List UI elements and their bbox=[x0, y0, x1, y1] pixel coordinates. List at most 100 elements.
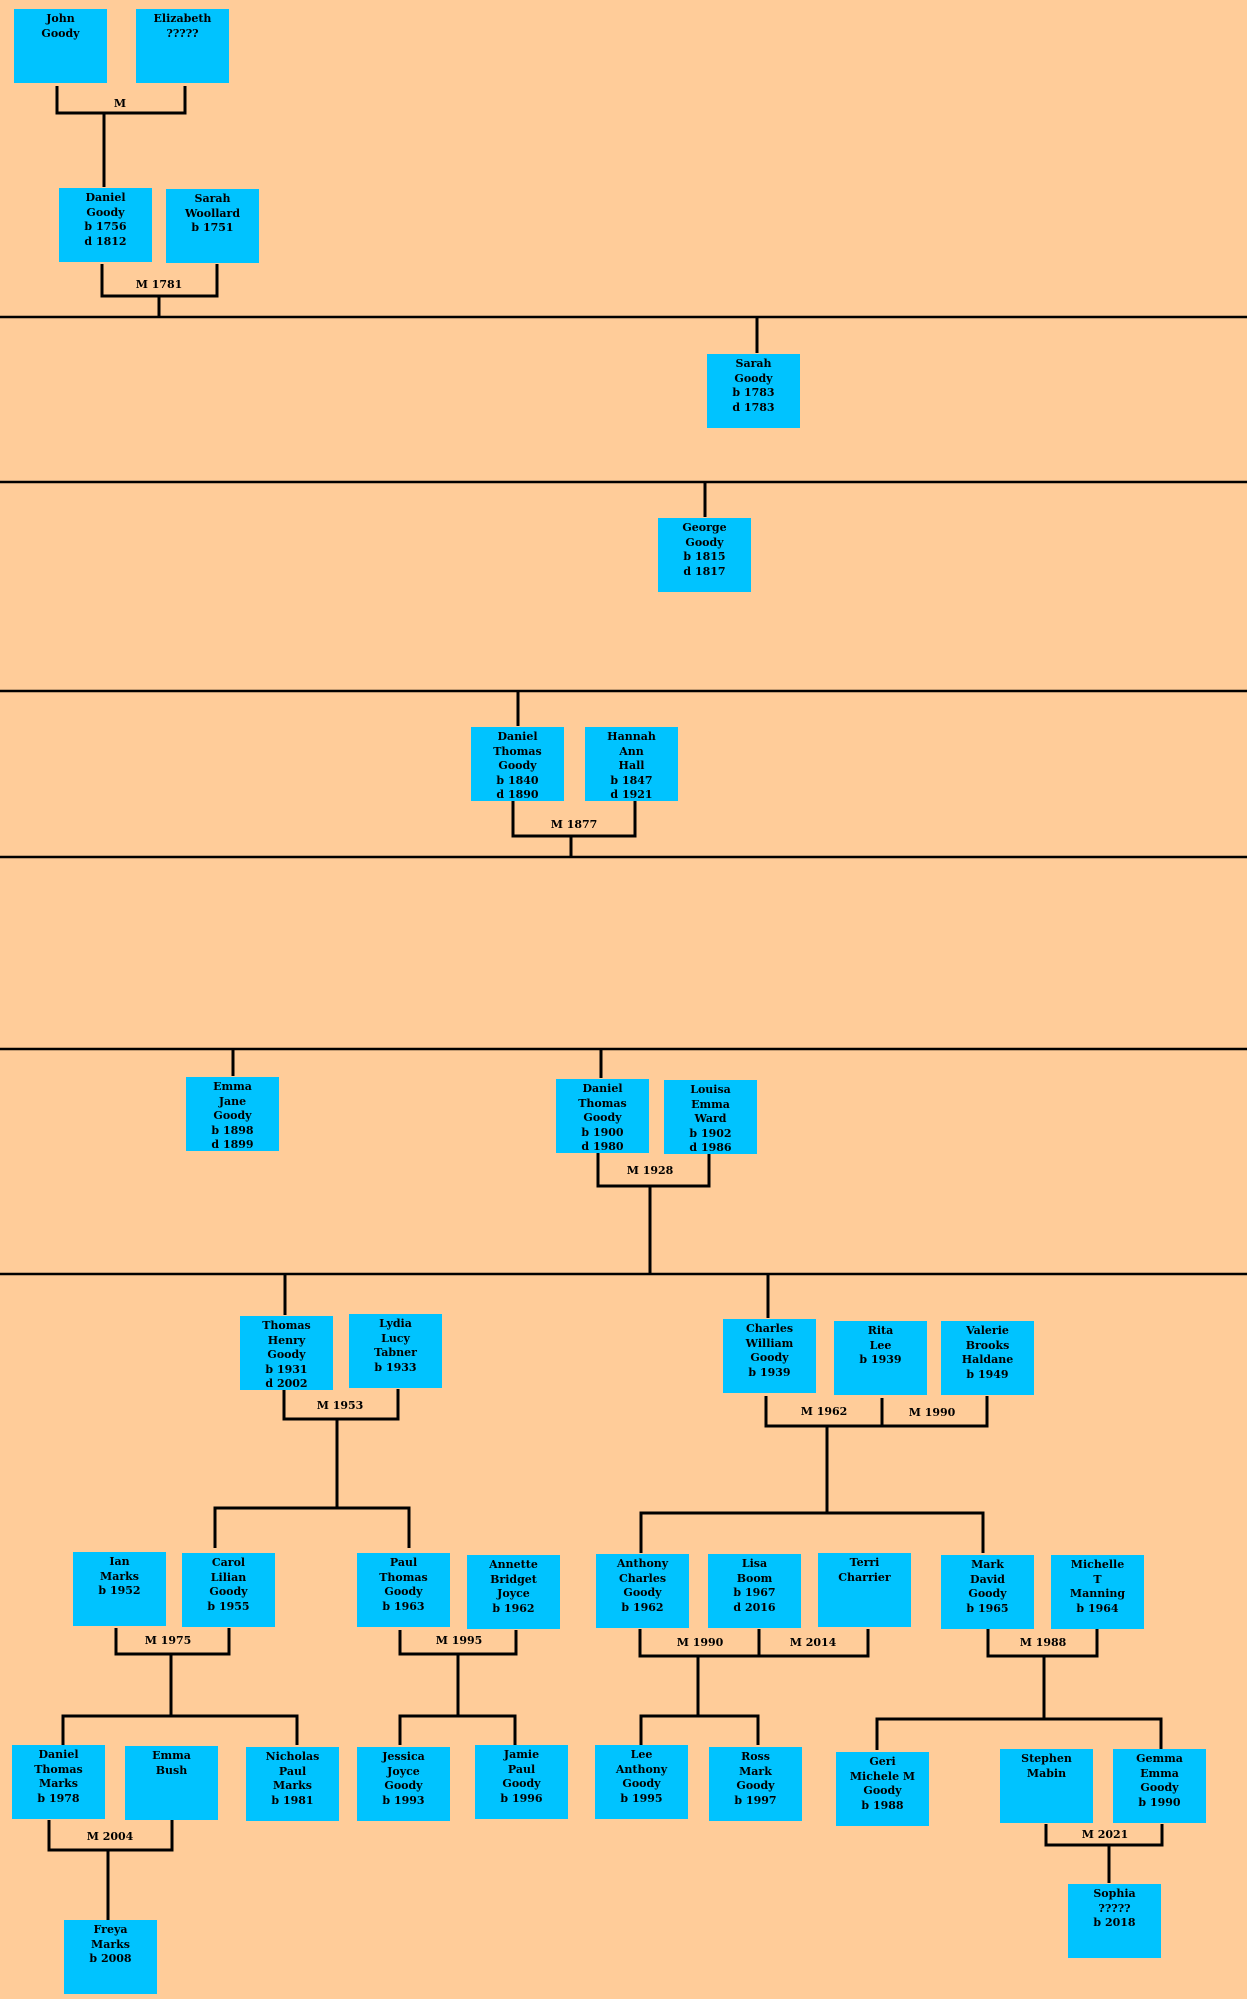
person-name-line: Woollard bbox=[184, 206, 241, 220]
person-name-line: Anthony bbox=[616, 1557, 669, 1570]
person-name-line: d 2002 bbox=[265, 1377, 308, 1390]
person-name-line: Paul bbox=[507, 1762, 536, 1776]
person-name-line: Lucy bbox=[381, 1331, 410, 1345]
person-name-line: b 1949 bbox=[966, 1367, 1009, 1381]
person-name-line: b 1978 bbox=[37, 1791, 80, 1805]
children-bar bbox=[398, 1714, 517, 1745]
person-name-line: Sarah bbox=[735, 357, 772, 370]
person-name-line: b 1933 bbox=[374, 1360, 417, 1374]
marriage-label: M 2021 bbox=[1081, 1828, 1129, 1841]
children-bar bbox=[639, 1511, 985, 1553]
children-bar bbox=[875, 1717, 1163, 1750]
person-name-line: Gemma bbox=[1136, 1752, 1183, 1765]
person-name-line: b 1955 bbox=[207, 1599, 250, 1613]
person-name-line: Thomas bbox=[493, 744, 542, 758]
person-name-line: b 1952 bbox=[98, 1584, 141, 1597]
person-name-line: b 1990 bbox=[1138, 1795, 1181, 1809]
marriage-bracket bbox=[282, 1389, 400, 1421]
marriage-bracket bbox=[764, 1396, 989, 1428]
person-name-line: Goody bbox=[623, 1586, 662, 1599]
person-name-line: b 1931 bbox=[265, 1362, 308, 1376]
person-card: Elizabeth????? bbox=[136, 9, 229, 83]
person-name-line: Daniel bbox=[582, 1082, 623, 1095]
person-name-line: Charles bbox=[745, 1322, 794, 1335]
person-name-line: Ann bbox=[619, 744, 644, 758]
person-name-line: Daniel bbox=[497, 730, 538, 743]
person-name-line: b 1962 bbox=[621, 1600, 664, 1614]
person-name-line: Goody bbox=[498, 759, 537, 772]
person-name-line: Lydia bbox=[379, 1317, 412, 1330]
person-name-line: Jamie bbox=[503, 1748, 540, 1761]
person-name-line: d 1817 bbox=[683, 564, 726, 578]
person-name-line: Hannah bbox=[607, 730, 656, 743]
marriage-label: M bbox=[113, 97, 127, 110]
person-name-line: b 2018 bbox=[1093, 1916, 1136, 1929]
person-name-line: b 1996 bbox=[500, 1791, 543, 1805]
person-name-line: Manning bbox=[1069, 1587, 1126, 1600]
person-name-line: Goody bbox=[583, 1111, 622, 1124]
person-name-line: Ross bbox=[741, 1750, 770, 1763]
person-name-line: Lilian bbox=[210, 1570, 247, 1584]
person-name-line: d 1986 bbox=[689, 1141, 732, 1154]
marriage-bracket bbox=[47, 1820, 174, 1852]
person-name-line: Louisa bbox=[690, 1083, 731, 1096]
marriage-label: M 1877 bbox=[550, 818, 598, 831]
person-name-line: Daniel bbox=[85, 191, 126, 204]
person-name-line: William bbox=[745, 1336, 794, 1350]
person-name-line: d 1899 bbox=[211, 1138, 254, 1151]
person-name-line: Goody bbox=[863, 1784, 902, 1797]
person-name-line: Thomas bbox=[379, 1570, 428, 1584]
person-name-line: Anthony bbox=[615, 1762, 668, 1776]
person-name-line: Goody bbox=[1140, 1781, 1179, 1794]
marriage-label: M 1988 bbox=[1019, 1636, 1067, 1649]
person-name-line: Goody bbox=[213, 1109, 252, 1122]
children-bar bbox=[213, 1506, 411, 1548]
children-bar bbox=[61, 1714, 299, 1745]
person-name-line: d 1890 bbox=[496, 788, 539, 801]
person-name-line: b 1939 bbox=[859, 1353, 902, 1366]
person-name-line: Goody bbox=[384, 1585, 423, 1598]
person-name-line: Goody bbox=[968, 1587, 1007, 1600]
marriage-bracket bbox=[511, 801, 637, 838]
marriage-label: M 1928 bbox=[626, 1164, 674, 1177]
person-name-line: Brooks bbox=[965, 1338, 1010, 1352]
person-name-line: b 1967 bbox=[733, 1586, 776, 1599]
person-name-line: Charrier bbox=[838, 1570, 891, 1584]
person-name-line: Thomas bbox=[578, 1096, 627, 1110]
person-name-line: Emma bbox=[691, 1097, 730, 1111]
person-name-line: d 2016 bbox=[733, 1600, 776, 1614]
person-name-line: b 1964 bbox=[1076, 1601, 1119, 1615]
person-name-line: Carol bbox=[211, 1556, 246, 1569]
person-name-line: Boom bbox=[736, 1571, 773, 1585]
person-name-line: Daniel bbox=[38, 1748, 79, 1761]
person-name-line: Ian bbox=[109, 1555, 130, 1568]
person-name-line: Goody bbox=[685, 535, 724, 549]
marriage-label: M 1962 bbox=[800, 1405, 848, 1418]
person-name-line: Sarah bbox=[194, 192, 231, 205]
person-name-line: Jessica bbox=[382, 1750, 425, 1763]
person-name-line: Goody bbox=[622, 1777, 661, 1790]
person-name-line: Marks bbox=[91, 1937, 130, 1951]
marriage-label: M 2014 bbox=[789, 1636, 837, 1649]
person-name-line: Paul bbox=[278, 1764, 307, 1778]
person-name-line: ????? bbox=[1098, 1901, 1131, 1915]
person-name-line: b 1847 bbox=[610, 773, 653, 787]
